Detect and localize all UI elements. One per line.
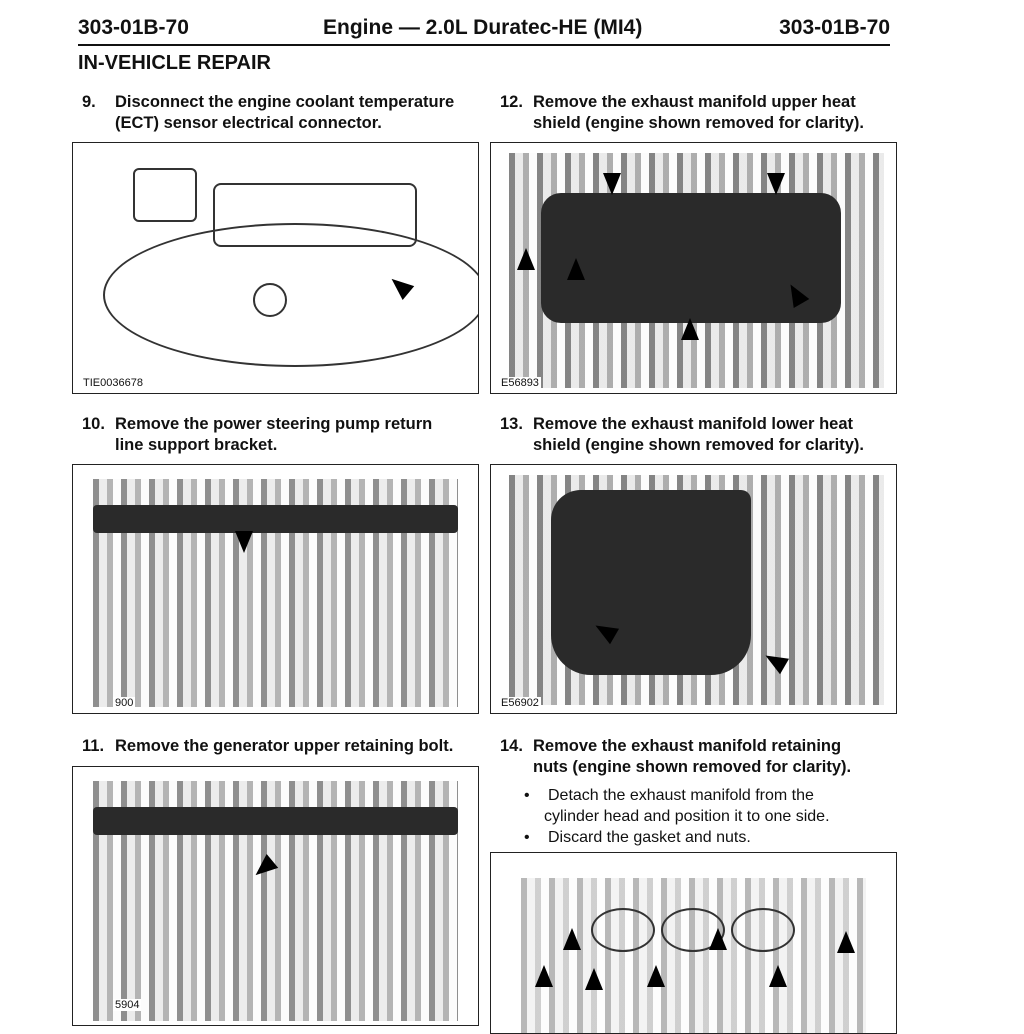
step-number: 14.: [500, 737, 523, 755]
figure-exhaust-manifold: [490, 852, 897, 1034]
arrow-icon: [585, 968, 603, 990]
step-11: 11. Remove the generator upper retaining …: [82, 736, 453, 757]
step-text: nuts (engine shown removed for clarity).: [533, 758, 852, 776]
step-number: 12.: [500, 93, 523, 111]
arrow-icon: [517, 248, 535, 270]
illustration-line: [103, 223, 478, 367]
step-number: 13.: [500, 415, 523, 433]
figure-label: E56902: [499, 697, 541, 709]
heat-shield: [551, 490, 751, 675]
heat-shield: [541, 193, 841, 323]
step-10: 10. Remove the power steering pump return…: [82, 414, 432, 456]
figure-ect-sensor: TIE0036678: [72, 142, 479, 394]
step-12: 12. Remove the exhaust manifold upper hea…: [500, 92, 864, 134]
step-text: shield (engine shown removed for clarity…: [533, 114, 864, 132]
page-number-right: 303-01B-70: [779, 16, 890, 39]
illustration-line: [133, 168, 197, 222]
bullet-dot: •: [524, 787, 530, 804]
step-text: Remove the generator upper retaining bol…: [115, 737, 454, 755]
arrow-icon: [769, 965, 787, 987]
arrow-icon: [563, 928, 581, 950]
page-title: Engine — 2.0L Duratec-HE (MI4): [323, 16, 643, 39]
figure-lower-heat-shield: E56902: [490, 464, 897, 714]
step-text: Remove the power steering pump return: [115, 415, 433, 433]
arrow-icon: [709, 928, 727, 950]
step-text: Remove the exhaust manifold lower heat: [533, 415, 853, 433]
bullet-1: • Detach the exhaust manifold from the cyl…: [520, 785, 830, 827]
figure-label: 5904: [113, 999, 142, 1011]
page-header: 303-01B-70 Engine — 2.0L Duratec-HE (MI4…: [78, 14, 890, 46]
step-text: Remove the exhaust manifold upper heat: [533, 93, 856, 111]
arrow-icon: [837, 931, 855, 953]
figure-label: TIE0036678: [81, 377, 145, 389]
illustration-line: [213, 183, 417, 247]
illustration-line: [591, 908, 655, 952]
arrow-icon: [235, 531, 253, 553]
illustration-line: [731, 908, 795, 952]
step-13: 13. Remove the exhaust manifold lower hea…: [500, 414, 864, 456]
arrow-icon: [767, 173, 785, 195]
photo: [521, 878, 866, 1033]
arrow-icon: [647, 965, 665, 987]
step-14: 14. Remove the exhaust manifold retaining…: [500, 736, 851, 778]
step-number: 9.: [82, 93, 96, 111]
section-title: IN-VEHICLE REPAIR: [78, 52, 271, 74]
figure-label: 900: [113, 697, 136, 709]
bullet-text: Detach the exhaust manifold from the: [548, 787, 814, 804]
illustration-line: [253, 283, 287, 317]
arrow-icon: [535, 965, 553, 987]
step-text: Remove the exhaust manifold retaining: [533, 737, 842, 755]
arrow-icon: [681, 318, 699, 340]
photo-shadow: [93, 807, 458, 835]
step-text: Disconnect the engine coolant temperatur…: [115, 93, 455, 111]
step-text: (ECT) sensor electrical connector.: [115, 114, 382, 132]
step-9: 9. Disconnect the engine coolant temperat…: [82, 92, 454, 134]
step-text: shield (engine shown removed for clarity…: [533, 436, 864, 454]
figure-bracket: 900: [72, 464, 479, 714]
step-text: line support bracket.: [115, 436, 278, 454]
page-number-left: 303-01B-70: [78, 16, 189, 39]
figure-label: E56893: [499, 377, 541, 389]
photo-shadow: [93, 505, 458, 533]
bullet-dot: •: [524, 829, 530, 846]
bullet-text: Discard the gasket and nuts.: [548, 829, 751, 846]
arrow-icon: [567, 258, 585, 280]
bullet-text: cylinder head and position it to one sid…: [544, 808, 830, 825]
step-number: 10.: [82, 415, 105, 433]
figure-upper-heat-shield: E56893: [490, 142, 897, 394]
step-number: 11.: [82, 737, 105, 755]
arrow-icon: [603, 173, 621, 195]
bullet-2: • Discard the gasket and nuts.: [520, 827, 751, 848]
figure-generator-bolt: 5904: [72, 766, 479, 1026]
